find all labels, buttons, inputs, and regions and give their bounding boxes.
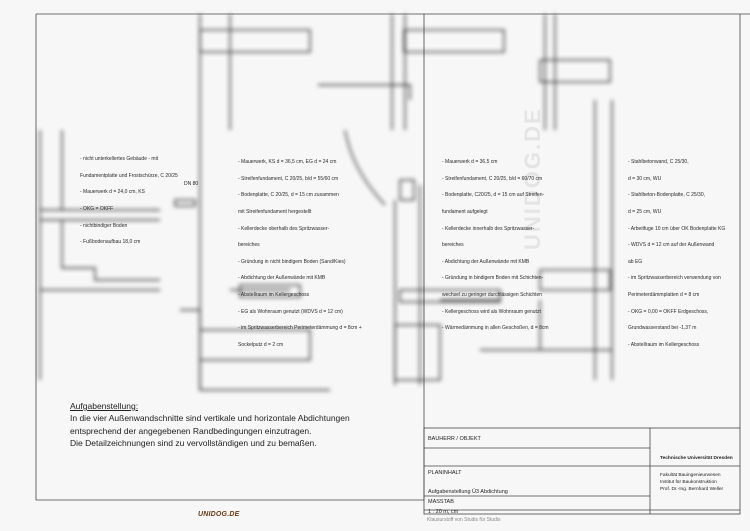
note-line: - EG als Wohnraum genutzt (WDVS d = 12 c…: [238, 308, 343, 315]
note-line: Grundwasserstand bei -1,37 m: [628, 325, 697, 332]
note-line: - Mauerwerk d = 36,5 cm: [442, 159, 498, 166]
task-body: In die vier Außenwandschnitte sind verti…: [70, 412, 390, 450]
faculty-line: Fakultät Bauingenieurwesen: [660, 473, 721, 478]
note-line: d = 25 cm, WU: [628, 209, 662, 216]
note-line: - OKG = 0,00 = OKFF Erdgeschoss,: [628, 308, 709, 315]
note-line: - nicht unterkellertes Gebäude - mit: [80, 156, 159, 163]
faculty-info: Fakultät Bauingenieurwesen Institut für …: [660, 472, 723, 493]
note-line: - Abdichtung der Außenwände mit KMB: [238, 275, 326, 282]
note-line: - Mauerwerk, KS d = 36,5 cm, EG d = 24 c…: [238, 159, 337, 166]
title-block-massstab-value: 1 : 20 m, cm: [428, 509, 459, 515]
title-block-bauherr: BAUHERR / OBJEKT: [428, 436, 481, 442]
task-description: Aufgabenstellung: In die vier Außenwands…: [70, 401, 390, 450]
note-line: - Gründung in nicht bindigem Boden (Sand…: [238, 258, 346, 265]
task-line: entsprechend der angegebenen Randbedingu…: [70, 425, 312, 436]
pipe-label: DN 80: [184, 181, 199, 187]
task-line: In die vier Außenwandschnitte sind verti…: [70, 413, 350, 423]
note-line: - nichtbindiger Boden: [80, 222, 128, 229]
note-line: Sockelputz d = 2 cm: [238, 341, 284, 348]
note-line: - Stahlbeton-Bodenplatte, C 25/30,: [628, 192, 705, 199]
note-line: - Kellergeschoss wird als Wohnraum genut…: [442, 308, 541, 315]
note-line: - Bodenplatte, C 20/25, d = 15 cm zusamm…: [238, 192, 339, 199]
faculty-line: Institut für Baukonstruktion: [660, 480, 717, 485]
title-block-planinhalt-value: Aufgabenstellung Ü3 Abdichtung: [428, 489, 508, 495]
note-line: bereiches: [238, 242, 260, 249]
note-line: bereiches: [442, 242, 464, 249]
title-block-massstab: MASSTAB: [428, 499, 454, 505]
note-line: - im Spritzwasserbereich Perimeterdämmun…: [238, 325, 362, 332]
note-line: - Arbeitfuge 10 cm über OK Bodenplatte K…: [628, 225, 726, 232]
note-line: Perimeterdämmplatten d = 8 cm: [628, 292, 700, 299]
note-line: - WDVS d = 12 cm auf der Außenwand: [628, 242, 715, 249]
note-line: mit Streifenfundament hergestellt: [238, 209, 312, 216]
title-block-planinhalt: PLANINHALT: [428, 470, 462, 476]
unidog-logo: UNIDOG.DE: [198, 511, 240, 518]
note-line: wechsel zu geringer durchlässigen Schich…: [442, 292, 543, 299]
note-line: - Bodenplatte, C20/25, d = 15 cm auf Str…: [442, 192, 545, 199]
task-title: Aufgabenstellung:: [70, 401, 139, 411]
note-line: - Mauerwerk d = 24,0 cm, KS: [80, 189, 145, 196]
note-line: - Streifenfundament, C 20/25, b/d = 55/6…: [238, 175, 339, 182]
note-line: ab EG: [628, 258, 643, 265]
institution-name: Technische Universität Dresden: [660, 456, 733, 461]
note-line: fundament aufgelegt: [442, 209, 488, 216]
note-line: - Abstellraum im Kellergeschoss: [238, 292, 310, 299]
note-line: - Streifenfundament, C 20/25, b/d = 60/7…: [442, 175, 543, 182]
note-line: - Fußbodenaufbau 18,0 cm: [80, 239, 141, 246]
note-line: - Gründung in bindigem Boden mit Schicht…: [442, 275, 544, 282]
task-line: Die Detailzeichnungen sind zu vervollstä…: [70, 438, 317, 449]
note-line: - Kellerdecke oberhalb des Spritzwasser-: [238, 225, 330, 232]
note-line: - Kellerdecke innerhalb des Spritzwasser…: [442, 225, 535, 232]
notes-detail-1: - nicht unterkellertes Gebäude - mit Fun…: [80, 147, 178, 255]
note-line: d = 30 cm, WU: [628, 175, 662, 182]
note-line: - Abstellraum im Kellergeschoss: [628, 341, 700, 348]
note-line: - Abdichtung der Außenwände mit KMB: [442, 258, 530, 265]
note-line: - OKG = OKFF: [80, 206, 114, 213]
note-line: - im Spritzwasserbereich verwendung von: [628, 275, 721, 282]
notes-detail-2: - Mauerwerk, KS d = 36,5 cm, EG d = 24 c…: [238, 150, 362, 357]
note-line: - Wärmedämmung in allen Geschoßen, d = 8…: [442, 325, 549, 332]
faculty-line: Prof. Dr.-Ing. Bernhard Weller: [660, 487, 724, 492]
note-line: - Stahlbetonwand, C 25/30,: [628, 159, 689, 166]
notes-detail-4: - Stahlbetonwand, C 25/30, d = 30 cm, WU…: [628, 150, 725, 357]
footer-note: Klausurstoff von Studis für Studis: [427, 517, 501, 523]
note-line: Fundamentplatte und Frostschürze, C 20/2…: [80, 172, 178, 179]
notes-detail-3: - Mauerwerk d = 36,5 cm - Streifenfundam…: [442, 150, 549, 341]
